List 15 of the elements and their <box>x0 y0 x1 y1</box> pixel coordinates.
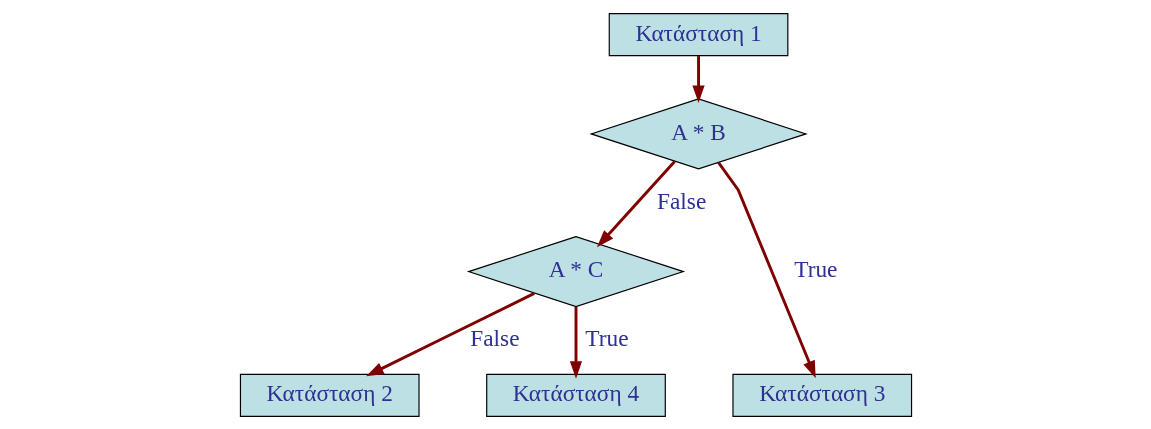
arrow <box>691 55 705 103</box>
edge-label: True <box>793 255 837 282</box>
arrow <box>596 160 676 247</box>
edge-label: False <box>656 187 706 214</box>
edge-label: False <box>469 324 519 351</box>
arrow <box>365 291 535 376</box>
node-diamond: A * B <box>588 97 808 169</box>
node-box: Κατάσταση 4 <box>485 373 666 417</box>
node-box: Κατάσταση 2 <box>239 373 420 417</box>
arrow <box>569 306 582 379</box>
arrow <box>716 161 816 378</box>
node-box: Κατάσταση 3 <box>731 373 912 417</box>
edge-label: True <box>584 324 629 351</box>
node-box: Κατάσταση 1 <box>608 12 788 56</box>
node-diamond: A * C <box>466 235 685 307</box>
